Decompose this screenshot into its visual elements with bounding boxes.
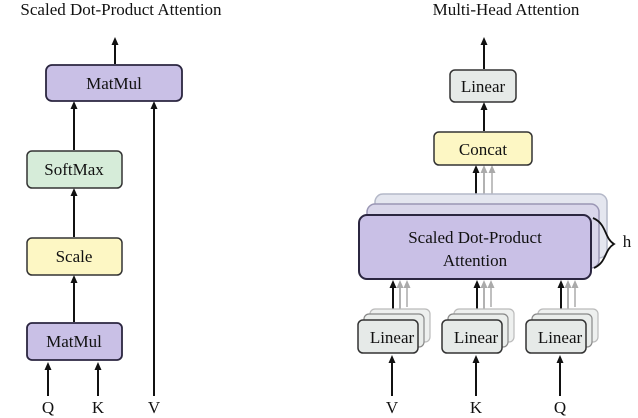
- linear-k-stack: Linear: [441, 308, 515, 354]
- scaled-dot-product-box: Scaled Dot-Product Attention: [358, 214, 592, 280]
- linear-k-box: [441, 319, 503, 354]
- sdpa-label-line2: Attention: [443, 251, 508, 270]
- linear-v-label: Linear: [370, 328, 415, 347]
- linear-q-stack: Linear: [525, 308, 599, 354]
- matmul-bottom-box: MatMul: [26, 322, 123, 361]
- linear-top-label: Linear: [461, 77, 506, 96]
- softmax-label: SoftMax: [44, 160, 104, 179]
- scaled-dot-product-panel: Scaled Dot-Product Attention MatMul Soft…: [20, 0, 222, 417]
- heads-label: h: [623, 232, 632, 251]
- linear-top-box: Linear: [449, 69, 517, 103]
- linear-q-box: [525, 319, 587, 354]
- multi-head-panel: Multi-Head Attention Linear Concat Scale…: [357, 0, 632, 417]
- mh-input-v-label: V: [386, 398, 399, 417]
- input-q-label: Q: [42, 398, 54, 417]
- matmul-top-label: MatMul: [86, 74, 142, 93]
- linear-v-box: [357, 319, 419, 354]
- softmax-box: SoftMax: [26, 150, 123, 189]
- linear-k-label: Linear: [454, 328, 499, 347]
- sdpa-label-line1: Scaled Dot-Product: [408, 228, 542, 247]
- matmul-bottom-label: MatMul: [46, 332, 102, 351]
- input-k-label: K: [92, 398, 105, 417]
- mh-input-q-label: Q: [554, 398, 566, 417]
- scale-label: Scale: [56, 247, 93, 266]
- left-title: Scaled Dot-Product Attention: [20, 0, 222, 19]
- concat-label: Concat: [459, 140, 507, 159]
- linear-q-label: Linear: [538, 328, 583, 347]
- scale-box: Scale: [26, 237, 123, 276]
- mh-input-k-label: K: [470, 398, 483, 417]
- matmul-top-box: MatMul: [45, 64, 183, 102]
- heads-brace: [592, 217, 616, 269]
- concat-box: Concat: [433, 131, 533, 166]
- linear-v-stack: Linear: [357, 308, 431, 354]
- right-title: Multi-Head Attention: [433, 0, 580, 19]
- input-v-label: V: [148, 398, 161, 417]
